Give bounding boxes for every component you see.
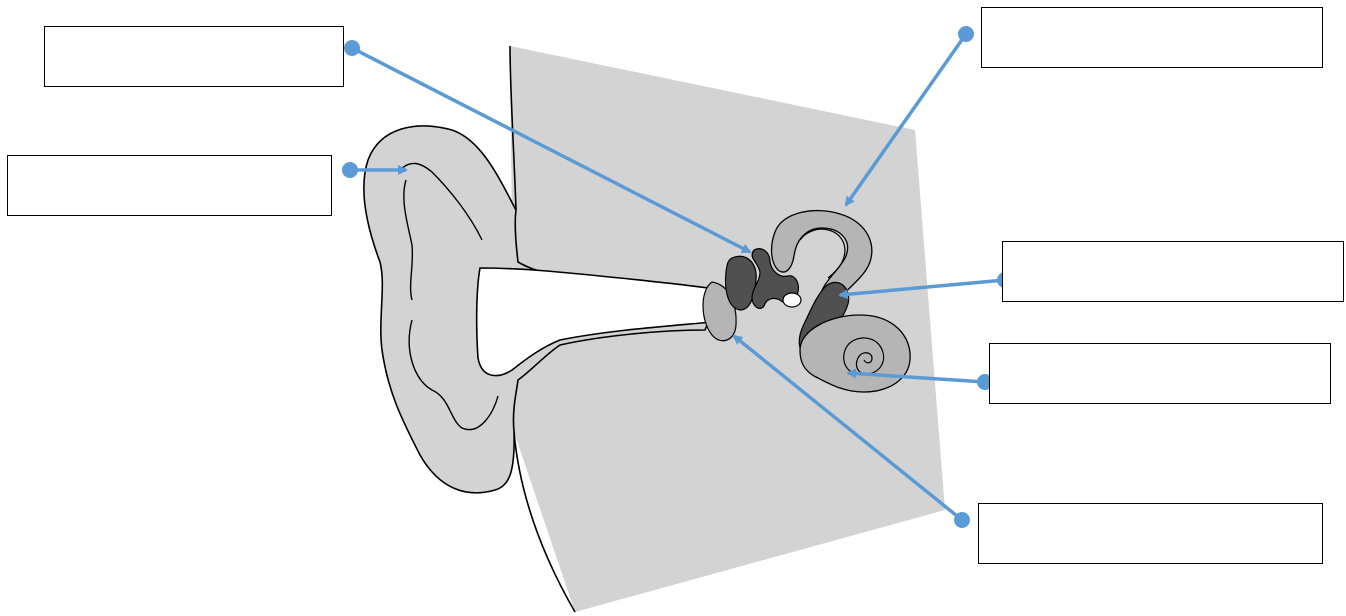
pointer-dot-2 <box>342 162 358 178</box>
label-box-3[interactable] <box>981 7 1323 68</box>
label-box-5[interactable] <box>989 343 1331 404</box>
pointer-dot-3 <box>958 26 974 42</box>
pointer-dot-1 <box>344 40 360 56</box>
pointer-dot-6 <box>954 512 970 528</box>
label-box-6[interactable] <box>978 503 1323 564</box>
label-box-4[interactable] <box>1002 241 1344 302</box>
label-box-2[interactable] <box>7 155 332 216</box>
oval-window <box>783 293 801 307</box>
label-box-1[interactable] <box>44 26 344 87</box>
